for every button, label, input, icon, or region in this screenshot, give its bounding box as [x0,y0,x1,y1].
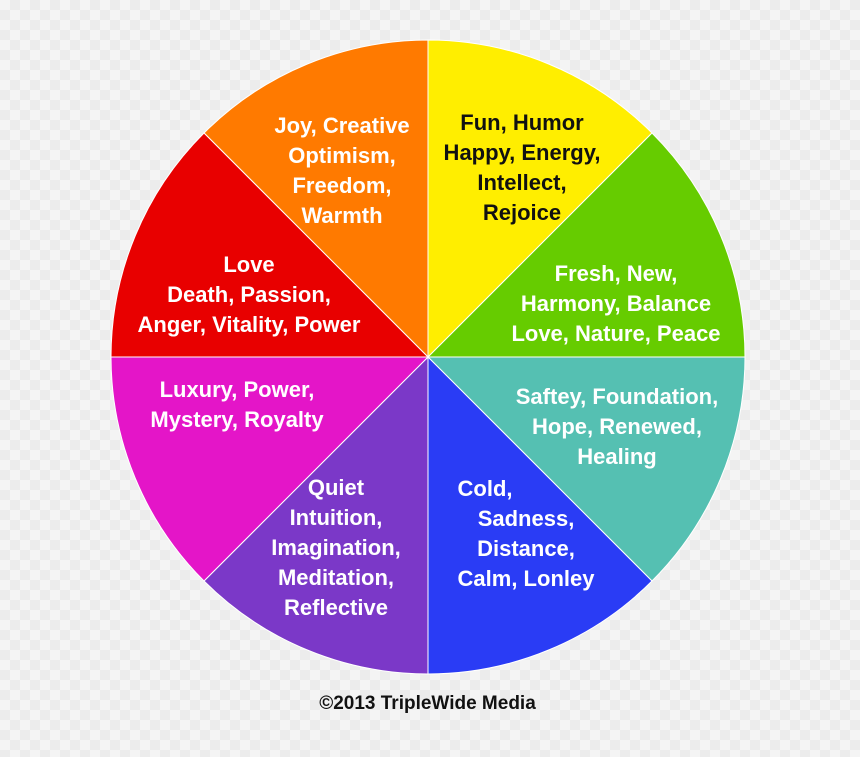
segment-yellow [427,39,653,359]
segment-green [426,132,746,358]
label-line: Meditation, [277,565,395,590]
label-line: Hope, Renewed, [532,414,702,439]
segment-teal [426,356,746,582]
label-line: Death, Passion, [167,282,331,307]
label-line: Intellect, [477,170,567,195]
label-line: Love, Nature, Peace [511,321,721,346]
segment-red [110,132,430,358]
label-line: Joy, Creative [274,113,410,138]
label-line: Harmony, Balance [520,291,712,316]
label-line: Sadness, [477,506,575,531]
segment-purple [203,355,429,675]
label-line: Cold, [457,476,513,501]
label-line: Warmth [301,203,383,228]
label-line: Anger, Vitality, Power [137,312,361,337]
label-line: Calm, Lonley [457,566,595,591]
label-purple: Quiet Intuition, Imagination, Meditation… [271,473,401,623]
label-teal: Saftey, Foundation, Hope, Renewed, Heali… [516,382,718,472]
label-line: Distance, [477,536,575,561]
label-line: Quiet [307,475,365,500]
label-line: Luxury, Power, [159,377,315,402]
label-line: Saftey, Foundation, [515,384,719,409]
label-line: Freedom, [292,173,392,198]
label-yellow: Fun, Humor Happy, Energy, Intellect, Rej… [444,108,601,228]
label-green: Fresh, New, Harmony, Balance Love, Natur… [511,259,720,349]
label-line: Love [223,252,275,277]
label-red: Love Death, Passion, Anger, Vitality, Po… [138,250,361,340]
label-line: Rejoice [482,200,562,225]
label-line: Fresh, New, [554,261,678,286]
label-line: Healing [577,444,657,469]
segment-magenta [110,356,430,582]
label-line: Imagination, [271,535,401,560]
copyright-notice: ©2013 TripleWide Media [319,693,536,714]
label-line: Mystery, Royalty [150,407,324,432]
label-line: Optimism, [288,143,396,168]
label-line: Fun, Humor [460,110,584,135]
label-line: Intuition, [289,505,383,530]
label-magenta: Luxury, Power, Mystery, Royalty [150,375,323,435]
label-line: Reflective [284,595,388,620]
segment-blue [427,355,653,675]
label-orange: Joy, Creative Optimism, Freedom, Warmth [274,111,409,231]
label-line: Happy, Energy, [443,140,601,165]
segment-orange [203,39,429,359]
label-blue: Cold, Sadness, Distance, Calm, Lonley [458,474,595,594]
